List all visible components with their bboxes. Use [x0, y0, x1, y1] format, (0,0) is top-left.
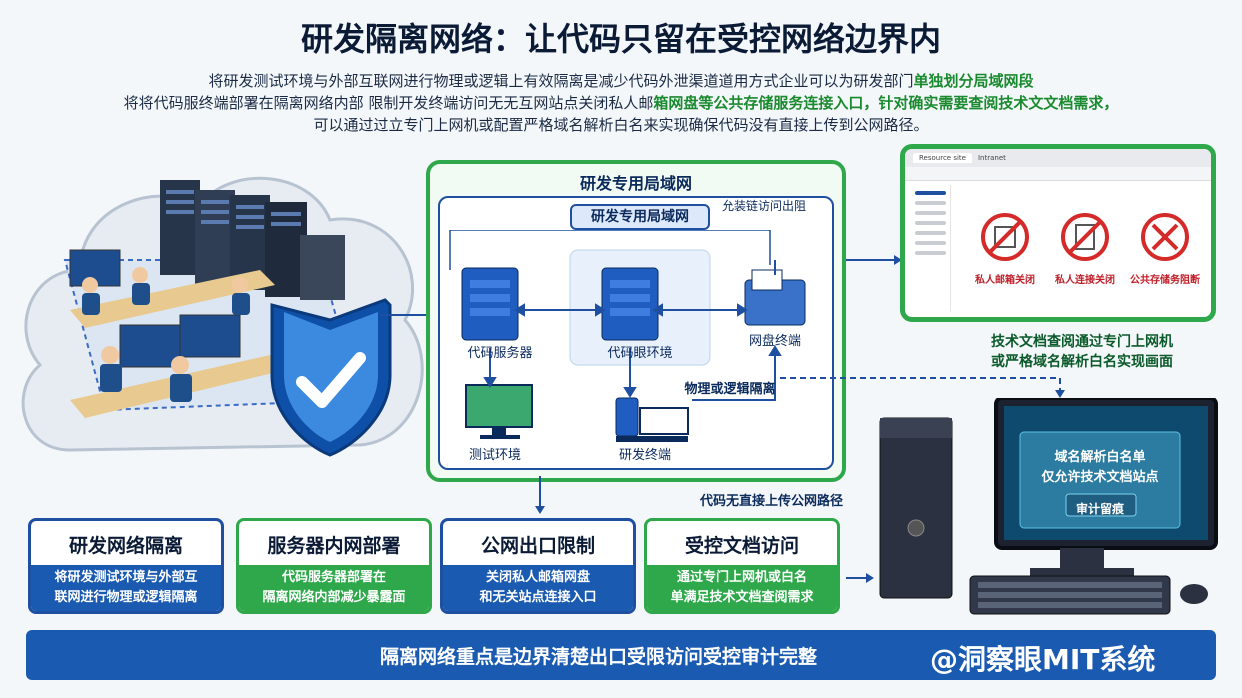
whitelist-subtitle: 仅允许技术文档站点 [1041, 470, 1159, 485]
card-title: 受控文档访问 [684, 535, 799, 557]
intro-line2-highlight: 箱网盘等公共存储服务连接入口，针对确实需要查阅技术文文档需求， [653, 94, 1119, 112]
intro-paragraph: 将研发测试环境与外部互联网进行物理或逻辑上有效隔离是减少代码外泄渠道道用方式企业… [80, 70, 1162, 136]
card-body: 代码服务器部署在隔离网络内部减少暴露面 [239, 565, 429, 611]
intro-line3: 可以通过过立专门上网机或配置严格域名解析白名来实现确保代码没有直接上传到公网路径… [313, 116, 929, 134]
isolation-label: 物理或逻辑隔离 [684, 382, 776, 397]
audit-button[interactable]: 审计留痕 [1075, 502, 1124, 516]
browser-tabbar: Resource site Intranet [905, 149, 1211, 167]
server-rack-icon [160, 180, 345, 300]
blocked-storage-icon [1141, 213, 1189, 261]
code-server-icon [461, 267, 519, 341]
blocked-mail-icon [981, 213, 1029, 261]
code-server-label: 代码服务器 [467, 346, 533, 361]
arrow-to-browser [846, 255, 902, 265]
blocked-item: 私人邮箱关闭 [970, 211, 1040, 286]
intro-line2: 将将代码服终端部署在隔离网络内部 限制开发终端访问无无互网站点关闭私人邮 [123, 94, 654, 112]
card-title: 研发网络隔离 [68, 535, 183, 557]
security-shield-icon [270, 298, 392, 457]
dashed-connector [780, 377, 1065, 398]
card-body: 关闭私人邮箱网盘和无关站点连接入口 [443, 565, 633, 611]
browser-tab[interactable]: Resource site [913, 153, 972, 163]
disk-terminal-icon [744, 269, 806, 326]
dev-terminal-icon [615, 397, 689, 442]
office-cloud-illustration [21, 176, 424, 457]
engineer-icon [82, 267, 250, 402]
card-exit-limit: 公网出口限制 关闭私人邮箱网盘和无关站点连接入口 [440, 518, 636, 614]
card-body: 通过专门上网机或白名单满足技术文档查阅需求 [647, 565, 837, 611]
secure-workstation-illustration [879, 398, 1218, 615]
test-env-monitor-icon [465, 384, 533, 439]
browser-tab[interactable]: Intranet [977, 154, 1006, 162]
intro-line1: 将研发测试环境与外部互联网进行物理或逻辑上有效隔离是减少代码外泄渠道道用方式企业… [208, 72, 914, 90]
dev-terminal-label: 研发终端 [618, 448, 671, 463]
test-env-label: 测试环境 [468, 448, 521, 463]
browser-sidebar [911, 185, 951, 311]
down-arrow [535, 476, 545, 514]
summary-bar [26, 630, 1216, 680]
no-upload-label: 代码无直接上传公网路径 [700, 494, 844, 509]
card-title: 服务器内网部署 [267, 535, 401, 557]
card-body: 将研发测试环境与外部互联网进行物理或逻辑隔离 [31, 565, 221, 611]
blocked-item: 公共存储务阻断 [1130, 211, 1200, 286]
blocked-item: 私人连接关闭 [1050, 211, 1120, 286]
card-doc-access: 受控文档访问 通过专门上网机或白名单满足技术文档查阅需求 [644, 518, 840, 614]
intro-line1-highlight: 单独划分局域网段 [913, 72, 1034, 90]
lan-network-diagram [449, 230, 806, 442]
browser-urlbar[interactable] [905, 167, 1211, 181]
disk-terminal-label: 网盘终端 [748, 334, 801, 349]
code-env-label: 代码眼环境 [607, 346, 673, 361]
lan-subtitle: 研发专用局域网 [570, 204, 710, 230]
card-network-isolation: 研发网络隔离 将研发测试环境与外部互联网进行物理或逻辑隔离 [28, 518, 224, 614]
card-title: 公网出口限制 [480, 535, 595, 557]
blocked-link-icon [1061, 213, 1109, 261]
summary-text: 隔离网络重点是边界清楚出口受限访问受控审计完整 [380, 646, 818, 668]
browser-caption: 技术文档查阅通过专门上网机 或严格域名解析白名实现画面 [991, 334, 1173, 370]
page-title: 研发隔离网络：让代码只留在受控网络边界内 [300, 20, 941, 58]
code-env-server-icon [601, 267, 659, 341]
whitelist-title: 域名解析白名单 [1054, 450, 1146, 465]
arrow-to-pc [846, 573, 874, 583]
watermark: @洞察眼MIT系统 [930, 643, 1156, 676]
lan-note: 允装链访问出阻 [722, 199, 807, 213]
card-server-deploy: 服务器内网部署 代码服务器部署在隔离网络内部减少暴露面 [236, 518, 432, 614]
browser-window: Resource site Intranet 私人邮箱关闭 私人连接关闭 公共存… [900, 144, 1216, 322]
lan-title: 研发专用局域网 [579, 174, 692, 193]
